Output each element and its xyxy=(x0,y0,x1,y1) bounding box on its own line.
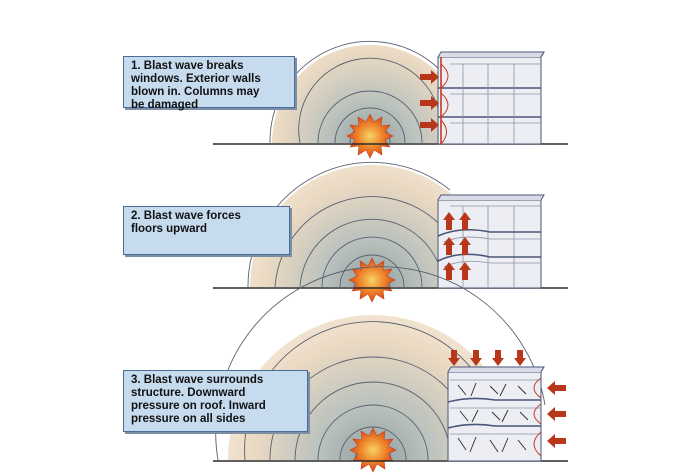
pressure-arrows-1 xyxy=(420,70,439,132)
caption-line: structure. Downward xyxy=(131,387,246,399)
caption-line: 1. Blast wave breaks xyxy=(131,60,244,72)
building-2 xyxy=(437,194,545,289)
caption-panel-2: 2. Blast wave forces floors upward xyxy=(123,206,290,255)
caption-line: pressure on all sides xyxy=(131,413,246,425)
blast-wave-1 xyxy=(272,45,468,143)
caption-line: windows. Exterior walls xyxy=(131,73,261,85)
caption-line: 3. Blast wave surrounds xyxy=(131,374,264,386)
panel-2 xyxy=(213,161,568,303)
caption-line: pressure on roof. Inward xyxy=(131,400,266,412)
caption-panel-3: 3. Blast wave surrounds structure. Downw… xyxy=(123,370,308,432)
caption-line: blown in. Columns may xyxy=(131,86,260,98)
explosion-icon xyxy=(346,113,394,159)
building-3 xyxy=(447,366,545,462)
pressure-arrows-2 xyxy=(443,212,471,280)
wave-rings-1 xyxy=(269,41,441,144)
caption-line: 2. Blast wave forces xyxy=(131,210,241,222)
blast-wave-2 xyxy=(250,165,494,287)
debris-cracks xyxy=(457,382,529,453)
building-1 xyxy=(437,51,545,145)
caption-panel-1: 1. Blast wave breaks windows. Exterior w… xyxy=(123,56,295,111)
explosion-icon xyxy=(349,427,397,473)
panel-1 xyxy=(213,41,568,159)
caption-line: be damaged xyxy=(131,99,199,111)
caption-line: floors upward xyxy=(131,223,208,235)
pressure-arrows-3 xyxy=(448,350,566,448)
